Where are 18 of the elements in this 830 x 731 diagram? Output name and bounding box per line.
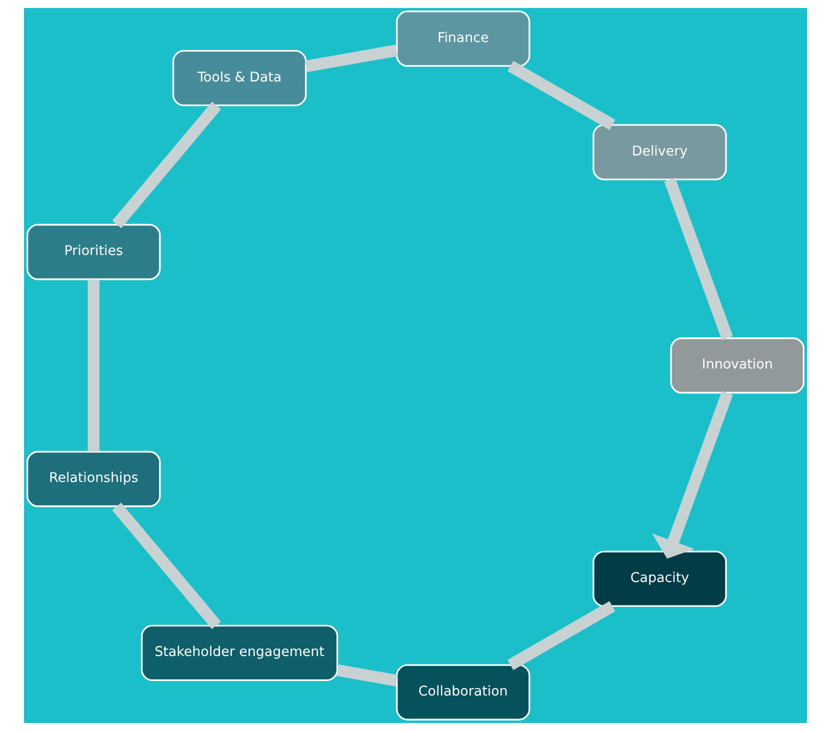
node-box: Collaboration <box>396 664 530 720</box>
node-box: Delivery <box>592 124 726 180</box>
node-box: Capacity <box>592 550 726 607</box>
node-box: Stakeholder engagement <box>140 624 338 682</box>
connector <box>507 60 615 130</box>
connector <box>336 664 398 686</box>
node-box: Tools & Data <box>172 50 306 106</box>
connector <box>112 102 221 228</box>
node-box: Priorities <box>26 224 160 280</box>
node-box: Finance <box>396 10 530 67</box>
connector <box>664 178 732 340</box>
connector <box>304 44 398 72</box>
connector <box>87 279 99 452</box>
node-box: Innovation <box>670 337 804 394</box>
connector <box>506 601 615 670</box>
arrow <box>652 390 732 559</box>
connector <box>112 502 220 630</box>
node-box: Relationships <box>26 450 160 508</box>
